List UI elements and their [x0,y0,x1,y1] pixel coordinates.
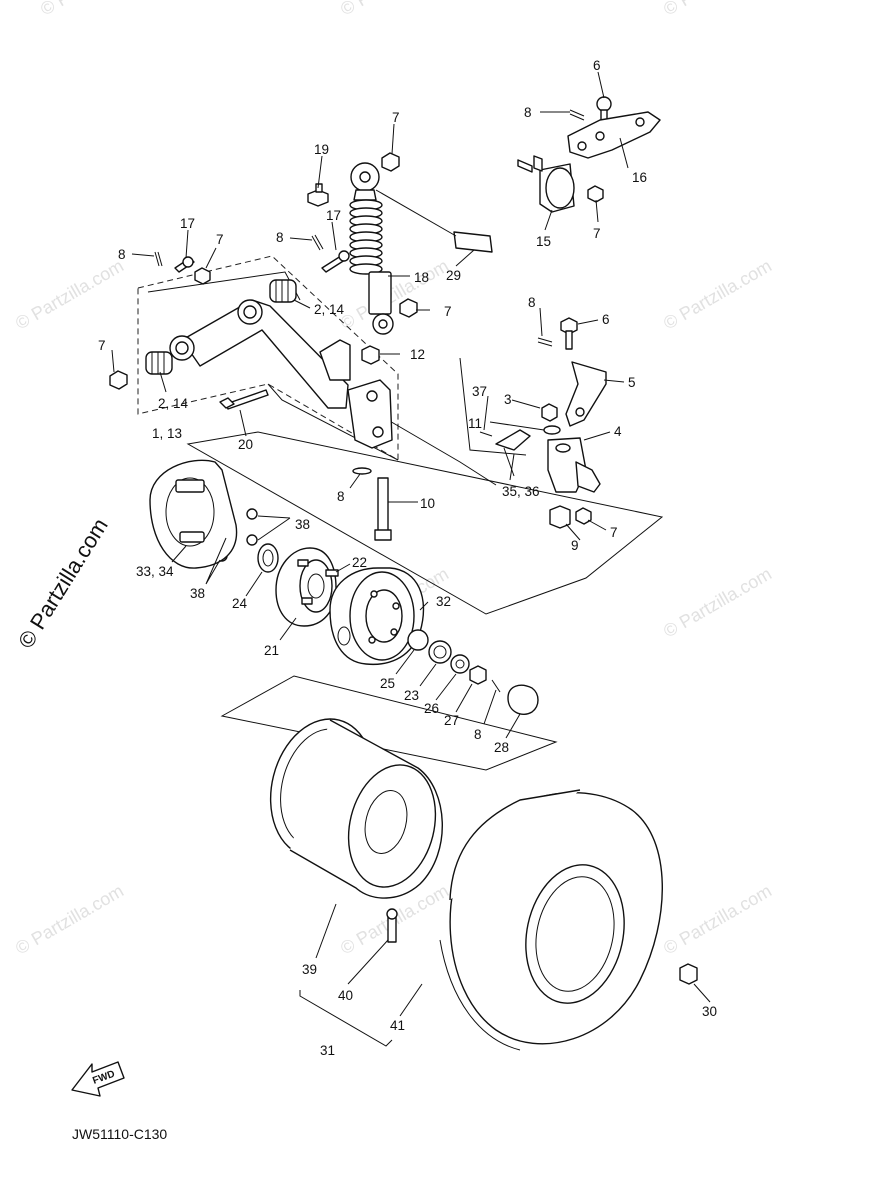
bushings [145,279,297,375]
callout-label: 3 [504,392,512,407]
watermark-right-1: © Partzilla.com [660,255,775,333]
callout-label: 28 [494,740,509,755]
shock-absorber [349,162,394,335]
callout-label: 7 [392,110,400,125]
callout-label: 18 [414,270,429,285]
callout-label: 25 [380,676,395,691]
callout-label: 20 [238,437,253,452]
callout-label: 22 [352,555,367,570]
callout-label: 9 [571,538,579,553]
callout-label: 7 [444,304,452,319]
callout-label: 26 [424,701,439,716]
callout-label: 7 [593,226,601,241]
wheel-tire [439,789,663,1051]
watermark-left-1: © Partzilla.com [12,255,127,333]
valve-and-nut [386,908,698,985]
callout-label: 41 [390,1018,405,1033]
callout-label: 21 [264,643,279,658]
callout-label: 8 [337,489,345,504]
diagram-code: JW51110-C130 [72,1126,167,1142]
callout-label: 8 [528,295,536,310]
callout-label: 16 [632,170,647,185]
brake-drum [329,567,425,666]
callout-label: 30 [702,1004,717,1019]
callout-label: 7 [98,338,106,353]
callout-label: 5 [628,375,636,390]
callout-label: 38 [190,586,205,601]
callout-label: 39 [302,962,317,977]
watermark-side: © Partzilla.com [13,514,113,653]
callout-label: 29 [446,268,461,283]
brake-plate [149,459,238,569]
callout-label: 24 [232,596,248,611]
callout-label: 6 [602,312,610,327]
hub [257,543,339,627]
bearing-stack [407,629,539,716]
callout-label: 15 [536,234,551,249]
callout-label: 35, 36 [502,484,540,499]
wheel-rim [269,718,443,899]
callout-label: 17 [326,208,341,223]
callout-label: 27 [444,713,459,728]
watermark-right-2: © Partzilla.com [660,563,775,641]
callout-label: 8 [118,247,126,262]
fwd-arrow: FWD [71,1061,125,1097]
callout-label: 19 [314,142,329,157]
callout-label: 23 [404,688,419,703]
callout-label: 31 [320,1043,335,1058]
callout-label: 8 [474,727,482,742]
callout-label: 32 [436,594,451,609]
leader-lines [111,71,711,1047]
callout-label: 8 [524,105,532,120]
callout-label: 1, 13 [152,426,182,441]
spring-clip [453,231,493,253]
callout-label: 12 [410,347,425,362]
watermark-left-3: © Partzilla.com [12,880,127,958]
callout-label: 37 [472,384,487,399]
callout-label: 38 [295,517,310,532]
watermark-top-mid: © Partzilla.com [337,0,452,19]
callout-label: 33, 34 [136,564,174,579]
callout-label: 2, 14 [314,302,345,317]
callout-label: 17 [180,216,195,231]
a-arm [169,299,393,449]
callout-label: 7 [216,232,224,247]
callout-label: 10 [420,496,435,511]
callout-label: 8 [276,230,284,245]
callout-label: 6 [593,58,601,73]
watermark-top-left: © Partzilla.com [37,0,152,19]
steering-lower [495,361,607,493]
watermark-top-right: © Partzilla.com [660,0,775,19]
callout-label: 11 [468,416,482,431]
hardware [109,96,612,562]
callout-labels: 6 8 7 19 16 15 7 17 8 7 8 17 29 18 2, 14… [98,58,717,1058]
callout-label: 40 [338,988,353,1003]
callout-label: 7 [610,525,618,540]
callout-label: 4 [614,424,622,439]
callout-label: 2, 14 [158,396,189,411]
steering-upper [517,111,661,213]
watermark-right-3: © Partzilla.com [660,880,775,958]
